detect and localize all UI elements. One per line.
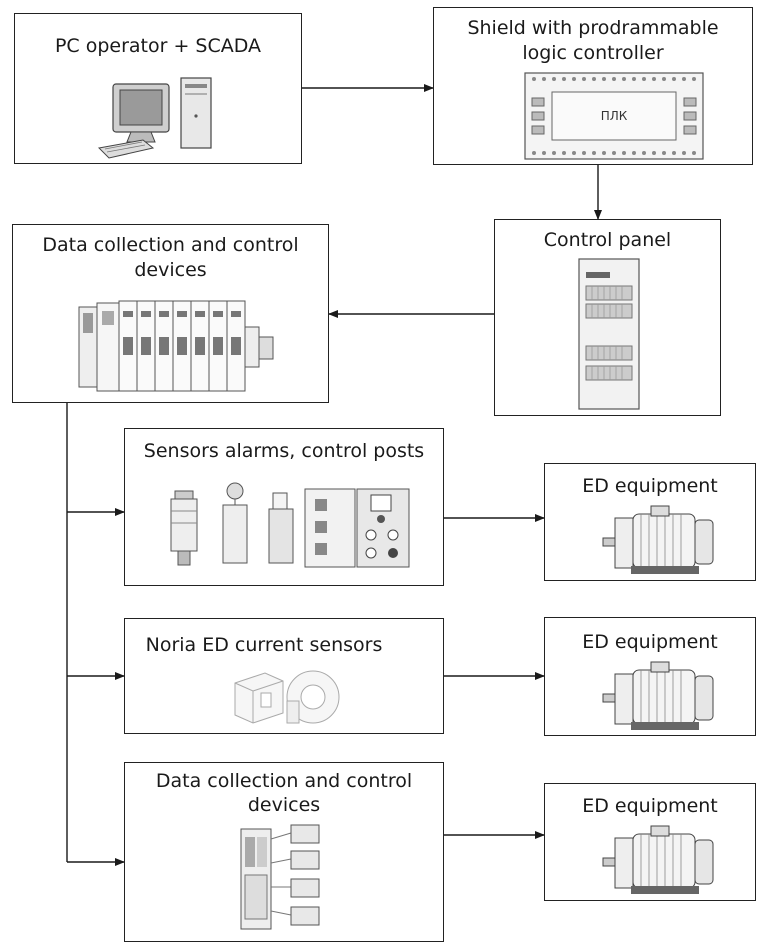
electric-motor-icon: [602, 505, 714, 574]
node-pc-operator: PC operator + SCADA: [14, 13, 302, 164]
node-label-line2: devices: [247, 794, 321, 816]
node-label-line2: devices: [134, 259, 207, 281]
node-label: ED equipment: [582, 631, 718, 653]
node-label-line2: logic controller: [522, 42, 664, 64]
node-label: Control panel: [543, 229, 672, 251]
node-label-line1: Data collection and control: [155, 770, 413, 792]
node-label: ED equipment: [582, 795, 718, 817]
computer-workstation-icon: [97, 77, 212, 159]
current-sensor-icon: [234, 670, 340, 724]
sensors-posts-icon: [170, 482, 410, 568]
node-data-collection-top: Data collection and control devices: [12, 224, 329, 403]
node-data-collection-bottom: Data collection and control devices: [124, 762, 444, 942]
node-sensors-control-posts: Sensors alarms, control posts: [124, 428, 444, 586]
node-plc-shield: Shield with prodrammable logic controlle…: [433, 7, 753, 165]
node-ed-equipment-3: ED equipment: [544, 783, 756, 901]
node-label: Sensors alarms, control posts: [143, 440, 425, 462]
io-modules-icon: [240, 824, 320, 930]
electric-motor-icon: [602, 661, 714, 730]
node-ed-equipment-1: ED equipment: [544, 463, 756, 581]
node-label-line1: Shield with prodrammable: [467, 17, 719, 39]
node-label: PC operator + SCADA: [54, 35, 262, 57]
node-control-panel: Control panel: [494, 219, 721, 416]
node-ed-equipment-2: ED equipment: [544, 617, 756, 736]
node-label: Noria ED current sensors: [145, 634, 383, 656]
plc-unit-icon: ПЛК: [524, 72, 704, 160]
plc-device-text: ПЛК: [601, 109, 628, 123]
node-current-sensors: Noria ED current sensors: [124, 618, 444, 734]
node-label-line1: Data collection and control: [42, 234, 299, 256]
io-module-rack-icon: [78, 300, 274, 392]
electric-motor-icon: [602, 825, 714, 894]
node-label: ED equipment: [582, 475, 718, 497]
control-cabinet-icon: [578, 258, 640, 410]
